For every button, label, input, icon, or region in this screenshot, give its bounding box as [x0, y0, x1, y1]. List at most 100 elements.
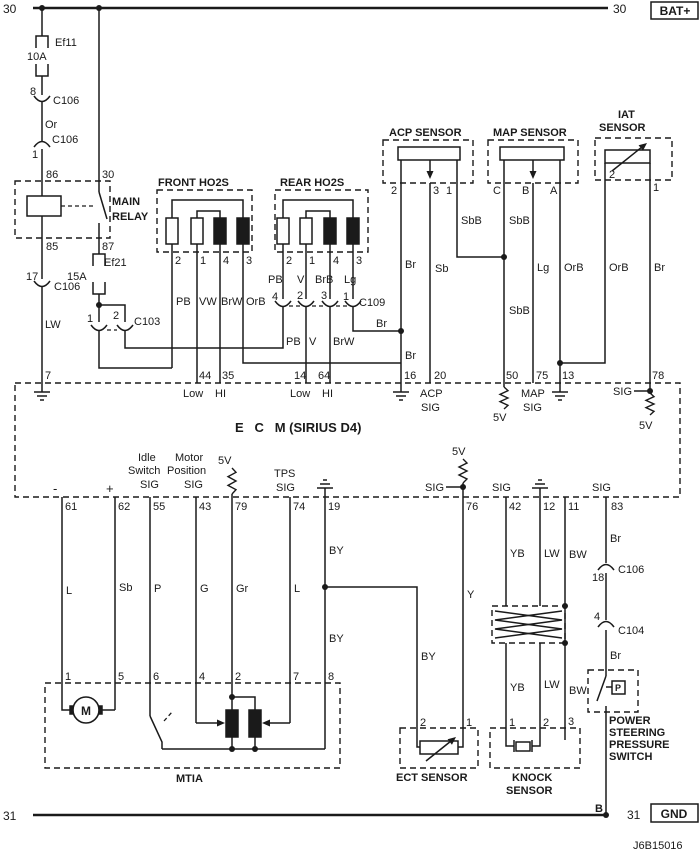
junction-dot	[96, 302, 102, 308]
junction-dot	[647, 388, 653, 394]
wire-color: L	[66, 585, 72, 597]
resistor-icon	[457, 458, 469, 484]
knock-sensor-title: KNOCK	[512, 772, 552, 784]
junction-dot	[501, 254, 507, 260]
wire	[494, 610, 563, 639]
component-outline	[587, 669, 639, 713]
wire-color: Gr	[236, 583, 249, 595]
wire-color: VW	[199, 296, 217, 308]
connector-pin: 17	[26, 271, 38, 283]
arrow-icon	[425, 741, 451, 762]
wire-color: P	[154, 583, 161, 595]
signal-label: Switch	[128, 465, 160, 477]
connector-icon	[90, 324, 108, 332]
ecm-pin: 44	[199, 370, 211, 382]
voltage-label: 5V	[493, 412, 507, 424]
signal-label: MAP	[521, 388, 545, 400]
wire-color: Y	[467, 589, 475, 601]
connector-pin: 1	[87, 313, 93, 325]
junction-dot	[39, 5, 45, 11]
wire	[171, 199, 244, 218]
fuse-icon	[35, 64, 49, 77]
connector-icon	[33, 95, 51, 103]
connector-pin: 1	[343, 291, 349, 303]
iat-sensor-title: SENSOR	[599, 122, 646, 134]
wire-color: Br	[376, 318, 387, 330]
component-box	[650, 803, 699, 823]
wire-color: G	[200, 583, 209, 595]
signal-label: +	[106, 481, 114, 496]
wire-color: Sb	[435, 263, 448, 275]
wire	[99, 304, 126, 322]
fuse-icon	[92, 282, 106, 295]
connector-name: C103	[134, 316, 160, 328]
connector-name: C104	[618, 625, 644, 637]
sensor-pin: 2	[543, 717, 549, 729]
mtia-pin: 7	[293, 671, 299, 683]
connector-name: C109	[359, 297, 385, 309]
fuse-ef21-label: Ef21	[104, 257, 127, 269]
rear-ho2s-title: REAR HO2S	[280, 177, 344, 189]
component-box	[611, 680, 626, 695]
component-box	[248, 709, 262, 738]
component-box	[346, 217, 360, 245]
signal-label: SIG	[140, 479, 159, 491]
wire	[458, 728, 464, 748]
bus-30-right-label: 30	[613, 2, 627, 16]
sensor-pin: A	[550, 185, 558, 197]
ecm-pin: 19	[328, 501, 340, 513]
ecm-pin: 76	[466, 501, 478, 513]
ecm-pin: 42	[509, 501, 521, 513]
wire-color: Or	[45, 119, 58, 131]
ecm-pin: 62	[118, 501, 130, 513]
wire-color: PB	[176, 296, 191, 308]
front-ho2s-title: FRONT HO2S	[158, 177, 229, 189]
fuse-ef11-label: Ef11	[55, 37, 77, 49]
voltage-label: 5V	[218, 455, 232, 467]
wire-color: YB	[510, 548, 525, 560]
mtia-pin: 1	[65, 671, 71, 683]
wire-color: OrB	[246, 296, 266, 308]
sensor-pin: 4	[333, 255, 339, 267]
wire-color: V	[309, 336, 317, 348]
wire-color: Lg	[344, 274, 356, 286]
connector-pin: 3	[321, 290, 327, 302]
component-box	[236, 217, 250, 245]
iat-sensor-title: IAT	[618, 109, 635, 121]
connector-name: C106	[53, 95, 79, 107]
relay-pin: 30	[102, 169, 114, 181]
wire-color: SbB	[461, 215, 482, 227]
wire-color: BrB	[315, 274, 333, 286]
component-box	[515, 741, 531, 752]
connector-name: C106	[52, 134, 78, 146]
fuse-ef11-rating: 10A	[27, 51, 47, 63]
connector-pin: 4	[594, 611, 600, 623]
sensor-pin: 3	[356, 255, 362, 267]
connector-icon	[597, 563, 615, 571]
motor-label: M	[81, 704, 91, 718]
wire	[196, 210, 221, 218]
connector-icon	[297, 300, 315, 308]
component-box	[190, 217, 204, 245]
component-outline	[274, 189, 369, 253]
arrow-icon	[262, 719, 270, 727]
wire	[242, 244, 401, 364]
sensor-pin: 3	[433, 185, 439, 197]
sensor-pin: 2	[609, 169, 615, 181]
arrow-icon	[611, 147, 642, 172]
ecm-pin: 61	[65, 501, 77, 513]
wire	[98, 191, 108, 220]
ecm-pin: 7	[45, 370, 51, 382]
wire-color: BY	[329, 545, 344, 557]
wire	[560, 163, 606, 364]
signal-label: SIG	[592, 482, 611, 494]
sensor-pin: 1	[446, 185, 452, 197]
wire-color: PB	[286, 336, 301, 348]
ecm-pin: 75	[536, 370, 548, 382]
relay-pin: 85	[46, 241, 58, 253]
signal-label: TPS	[274, 468, 295, 480]
ecm-pin: 13	[562, 370, 574, 382]
signal-label: Motor	[175, 452, 203, 464]
bat-terminal-label: BAT+	[660, 4, 691, 18]
